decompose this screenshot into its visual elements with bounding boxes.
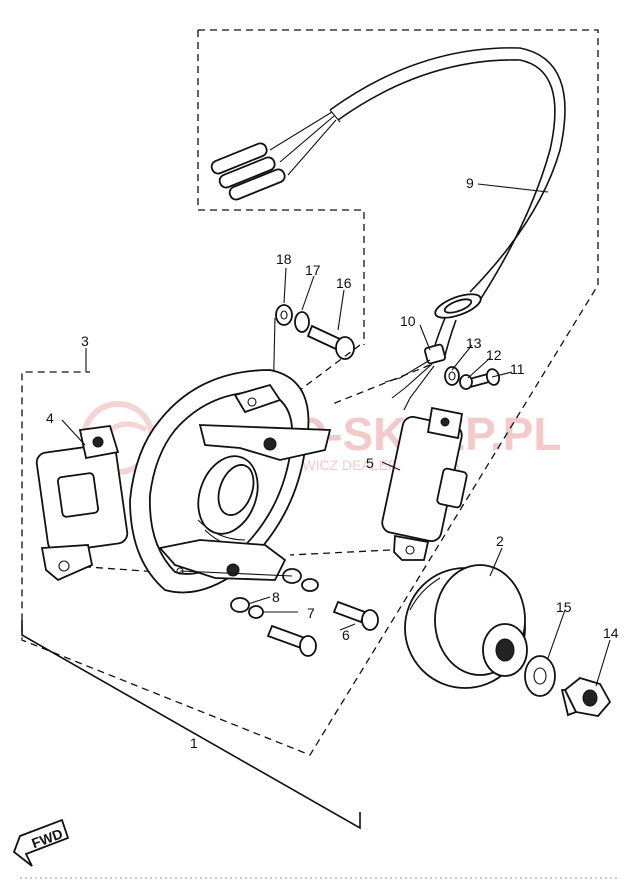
callout-18: 18	[276, 251, 292, 267]
lock-washer-7-upper	[301, 578, 319, 592]
washer-18	[275, 304, 293, 326]
flywheel-rotor	[404, 564, 528, 689]
callout-7: 7	[307, 605, 315, 621]
screw-6-lower	[266, 624, 317, 657]
stator-assembly	[129, 369, 332, 594]
callout-4: 4	[46, 410, 54, 426]
callout-1: 1	[190, 735, 198, 751]
washer-15	[524, 655, 556, 697]
ignition-coil-4	[35, 425, 129, 582]
lock-washer-7-lower	[248, 605, 264, 619]
wire-clamp	[384, 343, 446, 411]
callout-9: 9	[466, 175, 474, 191]
callout-13: 13	[466, 335, 482, 351]
fwd-label: FWD	[29, 825, 64, 851]
callout-14: 14	[603, 625, 619, 641]
callout-6: 6	[342, 627, 350, 643]
assembly-bracket	[21, 620, 361, 830]
nut-14	[560, 677, 612, 717]
screw-axis-upper	[179, 570, 293, 577]
callout-5: 5	[366, 455, 374, 471]
callout-numbers: 1 2 3 4 5 6 7 8 9 10 11 12 13 14 15 16 1…	[46, 175, 619, 751]
dash-link-10	[329, 364, 431, 406]
fwd-arrow-icon: FWD	[12, 818, 70, 867]
screw-6-upper	[332, 600, 379, 631]
ignition-coil-5	[381, 406, 468, 561]
leader-lines	[61, 183, 611, 687]
dash-link-16	[299, 344, 361, 391]
callout-16: 16	[336, 275, 352, 291]
callout-15: 15	[556, 599, 572, 615]
wire-harness	[210, 47, 566, 361]
callout-12: 12	[486, 347, 502, 363]
washer-8-lower	[230, 597, 250, 613]
screw-16	[306, 324, 355, 360]
lock-washer-12	[459, 374, 473, 390]
washer-13	[444, 366, 460, 386]
dash-link-5	[289, 549, 391, 556]
washer-17	[294, 311, 310, 333]
callout-2: 2	[496, 533, 504, 549]
screw-11	[468, 368, 501, 388]
callout-8: 8	[272, 589, 280, 605]
assembly-group-outline	[21, 29, 599, 756]
callout-3: 3	[81, 333, 89, 349]
callout-11: 11	[510, 361, 525, 377]
callout-17: 17	[305, 262, 321, 278]
harness-group-outline	[197, 30, 365, 345]
connector-terminals	[210, 142, 286, 201]
callout-10: 10	[400, 313, 416, 329]
